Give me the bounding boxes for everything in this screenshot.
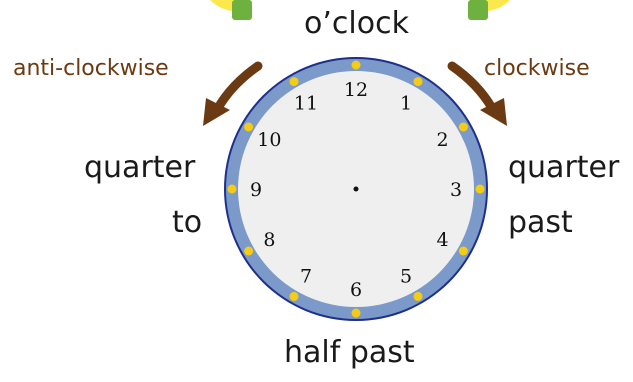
hour-dot-9 [228,185,237,194]
label-clockwise: clockwise [484,56,590,81]
clock-number-11: 11 [294,92,318,114]
clock-number-8: 8 [263,229,275,251]
clock-number-9: 9 [250,179,262,201]
top-right-decoration [468,0,510,20]
label-anticlockwise: anti-clockwise [13,56,169,81]
label-quarter-to-line2: to [172,205,202,240]
hour-dot-4 [459,247,468,256]
hour-dot-11 [290,77,299,86]
clock-center-dot [354,187,359,192]
hour-dot-5 [414,292,423,301]
hour-dot-8 [244,247,253,256]
hour-dot-7 [290,292,299,301]
clock-number-10: 10 [257,129,281,151]
label-quarter-to-line1: quarter [84,150,195,185]
clock-number-3: 3 [450,179,462,201]
clock-number-1: 1 [400,92,412,114]
hour-dot-12 [352,61,361,70]
label-oclock: o’clock [304,6,409,41]
hour-dot-3 [476,185,485,194]
clock-number-6: 6 [350,279,362,301]
label-quarter-past-line1: quarter [508,150,619,185]
clock-number-4: 4 [437,229,449,251]
clock-number-7: 7 [300,266,312,288]
hour-dot-10 [244,123,253,132]
clock-number-2: 2 [437,129,449,151]
hour-dot-2 [459,123,468,132]
clock-number-12: 12 [344,79,368,101]
top-left-decoration [210,0,252,20]
label-quarter-past-line2: past [508,205,573,240]
hour-dot-6 [352,309,361,318]
clock-number-5: 5 [400,266,412,288]
hour-dot-1 [414,77,423,86]
label-half-past: half past [284,335,415,370]
